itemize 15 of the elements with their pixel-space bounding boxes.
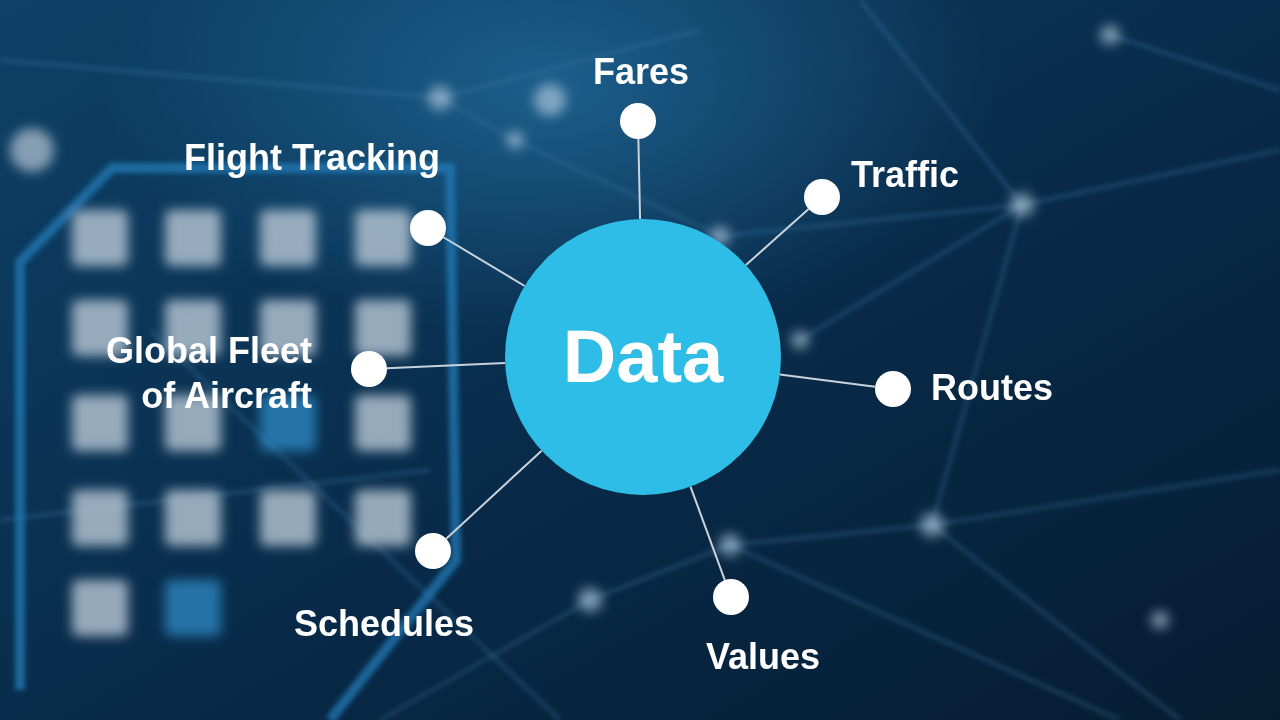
topic-label: Values: [705, 635, 821, 680]
connector-line: [778, 373, 877, 388]
connector-line: [637, 138, 642, 221]
topic-label: Global Fleet of Aircraft: [104, 328, 312, 418]
topic-label: Schedules: [293, 602, 475, 647]
topic-label: Flight Tracking: [183, 136, 440, 181]
connector-line: [744, 208, 810, 267]
topic-label: Routes: [931, 366, 1053, 411]
connector-line: [689, 485, 726, 582]
hub-label: Data: [562, 320, 724, 394]
connector-line: [386, 362, 507, 370]
topic-label: Traffic: [851, 153, 960, 198]
topic-label: Fares: [592, 50, 690, 95]
connector-line: [445, 449, 543, 540]
connector-line: [442, 236, 526, 287]
